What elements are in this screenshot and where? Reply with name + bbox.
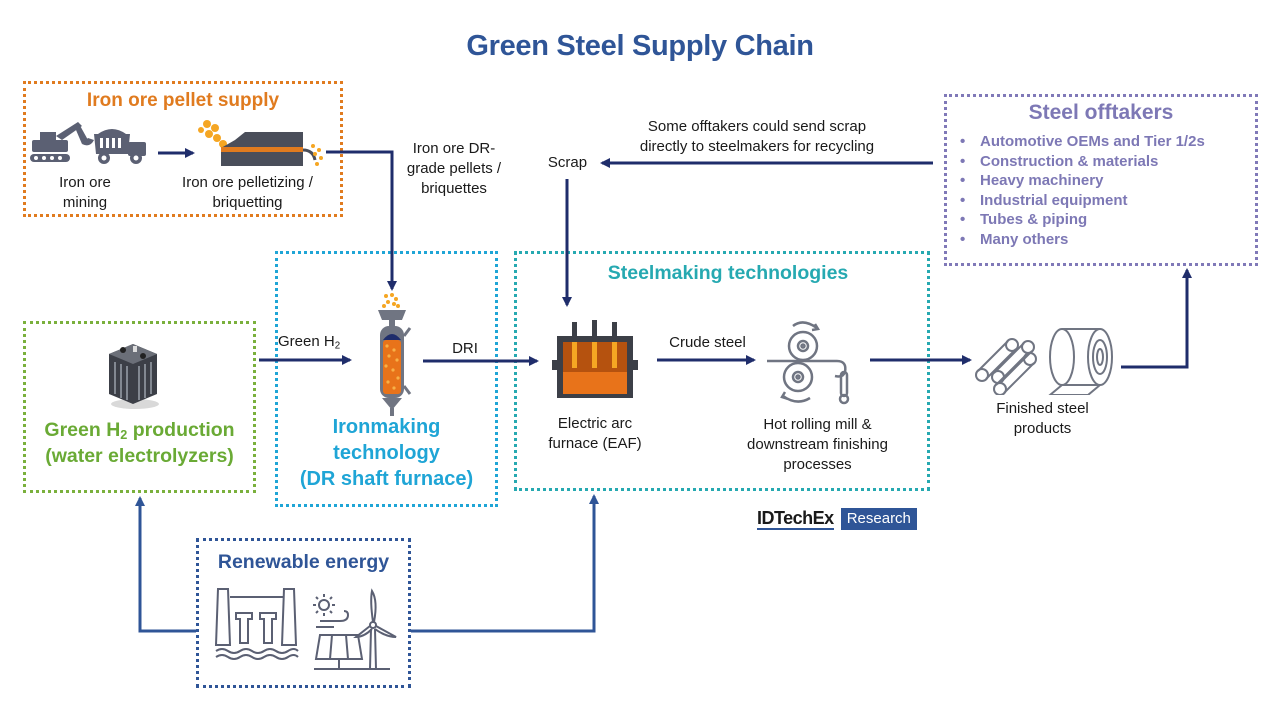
finished-label-line2: products (1013, 420, 1072, 437)
h2-production-title-line1: Green H2 production (23, 418, 256, 447)
mill-label-line1: Hot rolling mill & (763, 416, 872, 433)
offtaker-item: Construction & materials (960, 152, 1205, 172)
eaf-label-line1: Electric arc (557, 415, 633, 432)
h2-title-subscript: 2 (120, 428, 128, 443)
iron-ore-supply-header: Iron ore pellet supply (86, 90, 280, 111)
logo-tag: Research (840, 508, 917, 530)
electrolyzer-icon (109, 344, 159, 409)
pelletizing-label-line2: briquetting (212, 194, 283, 211)
green-h2-subscript: 2 (334, 340, 341, 352)
crude-steel-flow-label: Crude steel (669, 334, 746, 351)
electric-arc-furnace-icon (552, 320, 638, 398)
mill-label-line2: downstream finishing (747, 436, 888, 453)
h2-production-title-line2: (water electrolyzers) (45, 445, 234, 467)
renewable-energy-box (196, 538, 411, 688)
mining-equipment-icon (30, 122, 146, 164)
arrow-pellets-to-furnace (326, 150, 397, 291)
pelletizer-icon (198, 120, 323, 166)
arrow-finished-to-offtakers (1121, 268, 1192, 369)
scrap-label: Scrap (547, 154, 588, 171)
offtaker-item: Many others (960, 230, 1205, 250)
pellets-flow-label-line1: Iron ore DR- (412, 140, 496, 157)
green-h2-flow-label: Green H2 (278, 332, 358, 356)
renewable-energy-header: Renewable energy (217, 551, 390, 573)
mill-label-line3: processes (783, 456, 852, 473)
steelmaking-header: Steelmaking technologies (607, 262, 849, 284)
pellets-flow-label-line3: briquettes (421, 180, 487, 197)
logo-brand: IDTechEx (757, 507, 834, 530)
arrow-renewable-to-h2 (135, 496, 196, 633)
dri-flow-label: DRI (452, 340, 478, 357)
h2-title-prefix: Green H (44, 419, 121, 441)
hot-rolling-mill-icon (767, 321, 850, 405)
iron-ore-supply-box (23, 81, 343, 217)
finished-steel-products-icon (975, 328, 1113, 395)
steel-offtakers-box (944, 94, 1258, 266)
ironmaking-title-line1: Ironmaking (332, 416, 441, 438)
offtaker-item: Automotive OEMs and Tier 1/2s (960, 132, 1205, 152)
hydro-solar-wind-icon (214, 588, 397, 670)
finished-label-line1: Finished steel (996, 400, 1089, 417)
diagram-title: Green Steel Supply Chain (466, 30, 814, 62)
scrap-note-line2: directly to steelmakers for recycling (639, 138, 875, 155)
scrap-note-line1: Some offtakers could send scrap (647, 118, 867, 135)
steelmaking-box (514, 251, 930, 491)
steel-offtakers-header: Steel offtakers (1028, 101, 1174, 124)
mining-label-line2: mining (62, 194, 108, 211)
ironmaking-title-line2: technology (333, 442, 440, 464)
pelletizing-label-line1: Iron ore pelletizing / (182, 174, 313, 191)
h2-title-suffix: production (127, 419, 235, 441)
mining-label-line1: Iron ore (59, 174, 111, 191)
offtaker-item: Heavy machinery (960, 171, 1205, 191)
idtechex-logo: IDTechEx Research (757, 507, 917, 531)
ironmaking-title-line3: (DR shaft furnace) (299, 468, 474, 490)
eaf-label-line2: furnace (EAF) (548, 435, 642, 452)
green-h2-prefix: Green H (278, 333, 335, 350)
dr-shaft-furnace-icon (378, 293, 412, 416)
green-h2-production-box (23, 321, 256, 493)
offtaker-item: Tubes & piping (960, 210, 1205, 230)
offtakers-list: Automotive OEMs and Tier 1/2s Constructi… (960, 132, 1205, 250)
ironmaking-box (275, 251, 498, 507)
offtaker-item: Industrial equipment (960, 191, 1205, 211)
arrow-renewable-to-steelmaking (411, 494, 599, 633)
pellets-flow-label-line2: grade pellets / (406, 160, 502, 177)
